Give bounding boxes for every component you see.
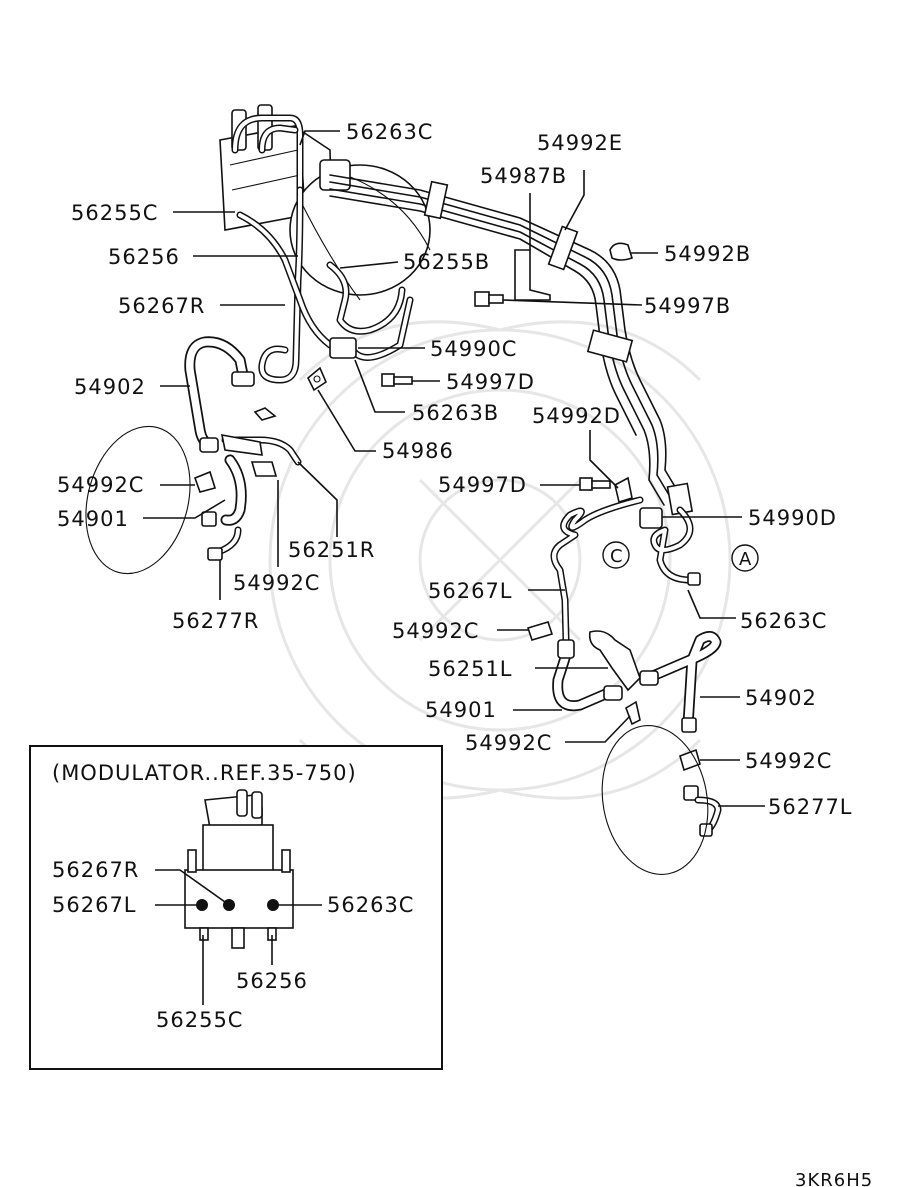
label-56255C: 56255C — [71, 201, 158, 225]
label-54992C-e: 54992C — [745, 749, 832, 773]
modulator-inset: (MODULATOR..REF.35-750) 56267R 56267L 56… — [29, 745, 443, 1070]
label-54997D-b: 54997D — [438, 473, 527, 497]
inset-label-56255C: 56255C — [156, 1008, 243, 1032]
block-54990C — [329, 337, 357, 359]
label-56263C-right: 56263C — [740, 609, 827, 633]
bolt-54997B — [474, 291, 504, 307]
label-54992C-c: 54992C — [392, 619, 479, 643]
diagram-code: 3KR6H5 — [795, 1170, 873, 1187]
washer-54986 — [307, 366, 327, 392]
marker-c: C — [610, 546, 624, 567]
label-54992E: 54992E — [537, 131, 623, 155]
left-hose-group — [85, 336, 302, 575]
label-54992C-b: 54992C — [233, 571, 320, 595]
label-56277R: 56277R — [172, 609, 259, 633]
label-54997D-a: 54997D — [446, 370, 535, 394]
inset-label-56263C: 56263C — [327, 893, 414, 917]
bolt-54997D-a — [381, 373, 413, 387]
label-56256: 56256 — [108, 245, 180, 269]
label-54902-right: 54902 — [745, 686, 817, 710]
label-56277L: 56277L — [768, 795, 853, 819]
inset-label-56267L: 56267L — [52, 893, 137, 917]
label-54901-right: 54901 — [425, 698, 497, 722]
label-56251R: 56251R — [288, 538, 375, 562]
label-54990C: 54990C — [430, 337, 517, 361]
label-54992C-a: 54992C — [57, 473, 144, 497]
label-56267L: 56267L — [428, 579, 513, 603]
label-54990D: 54990D — [748, 506, 837, 530]
label-54992B: 54992B — [664, 242, 751, 266]
label-56267R: 56267R — [118, 294, 205, 318]
label-54997B: 54997B — [644, 294, 731, 318]
modulator-pipes — [231, 114, 414, 384]
inset-title: (MODULATOR..REF.35-750) — [52, 761, 357, 785]
inset-label-56267R: 56267R — [52, 858, 139, 882]
label-54992D: 54992D — [532, 404, 621, 428]
part-labels: 56263C 54992E 54987B 56255C 56256 56255B… — [57, 120, 853, 819]
label-54987B: 54987B — [480, 164, 567, 188]
marker-a: A — [739, 549, 752, 570]
label-54992C-d: 54992C — [465, 731, 552, 755]
bracket-54987B — [514, 249, 551, 301]
pipe-bundle — [329, 174, 694, 516]
label-54986: 54986 — [382, 439, 454, 463]
right-hose-group — [526, 476, 759, 875]
label-54902-left: 54902 — [74, 375, 146, 399]
label-54901-left: 54901 — [57, 507, 129, 531]
clip-54992B — [609, 242, 633, 261]
inset-label-56256: 56256 — [236, 969, 308, 993]
label-56263C-top: 56263C — [346, 120, 433, 144]
leader-lines — [143, 130, 765, 807]
label-56251L: 56251L — [428, 657, 513, 681]
label-56255B: 56255B — [403, 250, 490, 274]
label-56263B: 56263B — [412, 401, 499, 425]
